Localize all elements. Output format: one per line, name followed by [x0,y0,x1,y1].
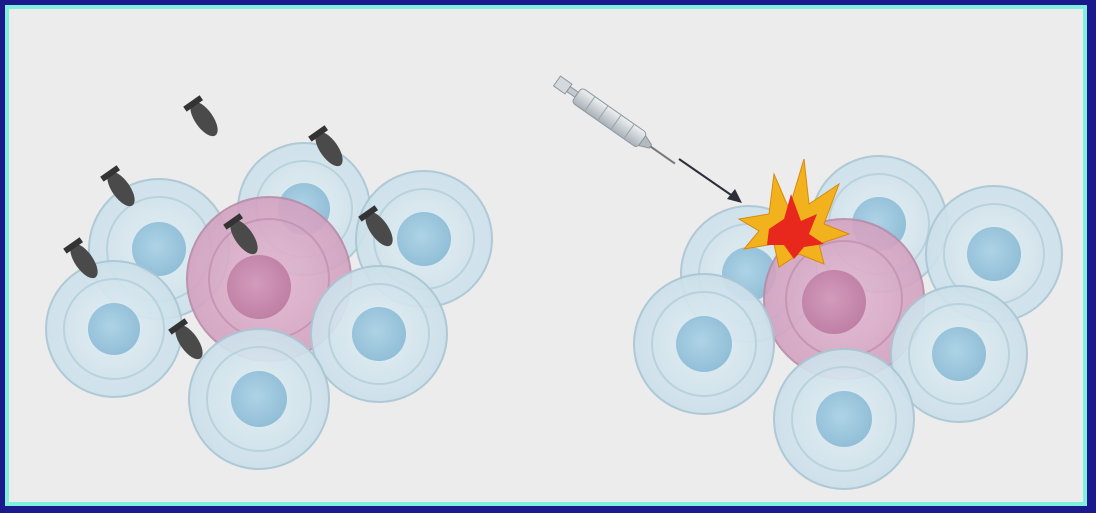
diagram-canvas [9,9,1083,502]
conventional-chemotherapy-panel [46,95,492,469]
bomb-icon [183,95,223,141]
normal-cell [774,349,914,489]
targeted-therapy-panel [552,74,1062,489]
normal-cell [634,274,774,414]
diagram-frame [5,5,1087,506]
normal-cell [46,261,182,397]
trajectory-arrow [679,159,742,203]
syringe-icon [552,74,680,171]
normal-cell [189,329,329,469]
normal-cell [311,266,447,402]
